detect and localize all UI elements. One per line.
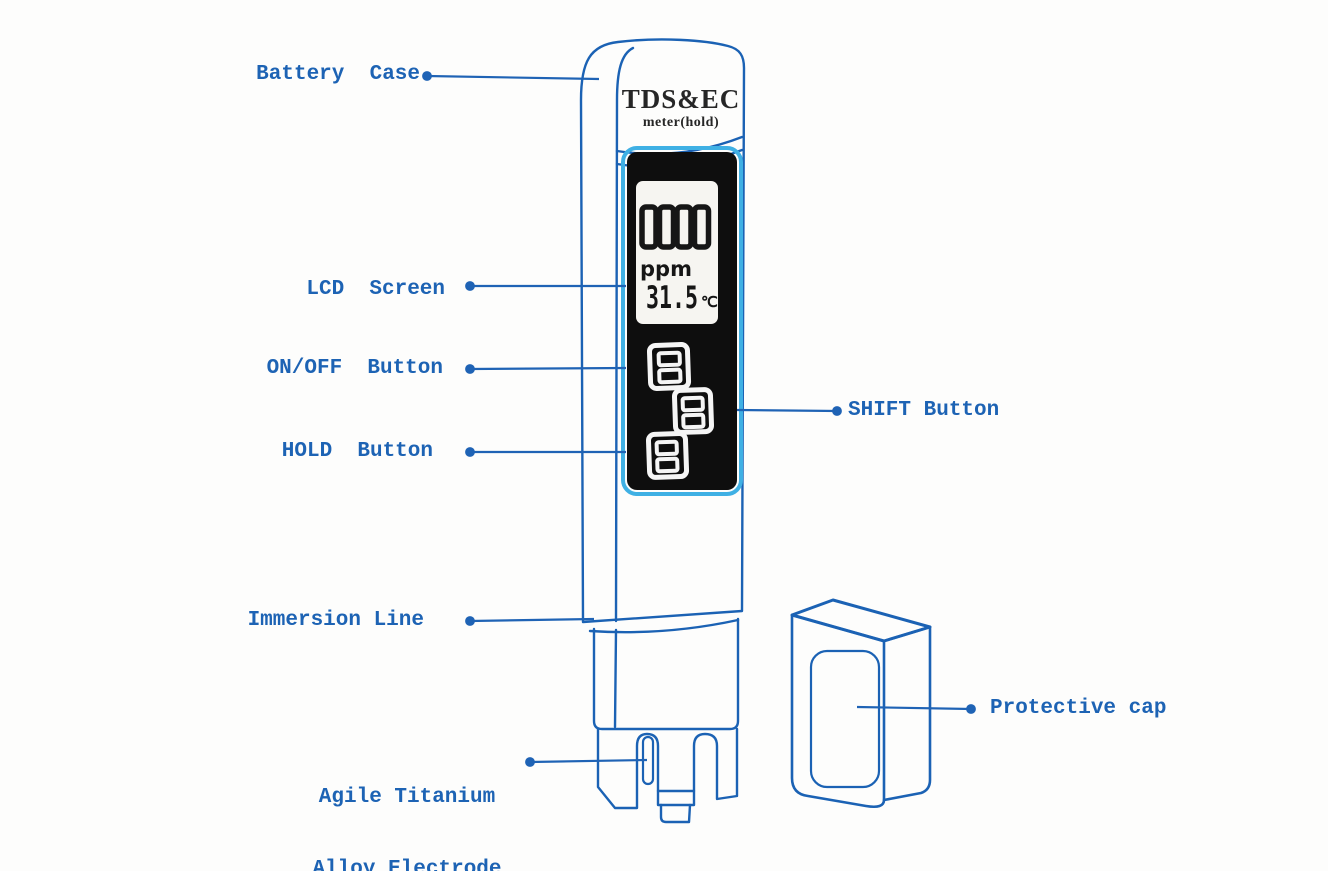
cap-right-face [882, 625, 932, 802]
brand-subtitle: meter(hold) [643, 115, 719, 130]
leader-dot [465, 616, 475, 626]
lcd-temperature-value: 31.5 [646, 280, 698, 316]
panel-glow-border [621, 146, 743, 496]
leader-dot [465, 364, 475, 374]
lcd-digit-zero [639, 204, 659, 250]
electrode-prong-tab [659, 803, 692, 824]
label-battery-case: Battery Case [256, 63, 420, 86]
label-on-off-button: ON/OFF Button [266, 357, 443, 380]
body-bottom-collar [588, 618, 740, 634]
electrode-prongs [596, 727, 739, 810]
hold-button-icon [645, 431, 690, 480]
leader-lines [422, 71, 976, 767]
on-off-button-icon [646, 342, 692, 391]
label-electrode: Agile Titanium Alloy Electrode [312, 738, 502, 871]
button-panel [645, 342, 715, 480]
leader-dot [422, 71, 432, 81]
label-electrode-line2: Alloy Electrode [312, 858, 502, 871]
immersion-line-leader [465, 616, 595, 626]
battery-case-leader [422, 71, 600, 81]
shift-button-icon [671, 387, 715, 435]
meter-side-edge [614, 46, 635, 623]
label-shift-button: SHIFT Button [848, 399, 1000, 422]
lcd-temperature-unit: ℃ [701, 293, 718, 311]
hold-button-leader [465, 447, 626, 457]
label-electrode-line1: Agile Titanium [318, 786, 496, 809]
leader-dot [465, 447, 475, 457]
shift-button-leader [736, 406, 842, 416]
protective-cap-leader [856, 704, 976, 714]
label-immersion-line: Immersion Line [247, 609, 424, 632]
leader-dot [465, 281, 475, 291]
leader-dot [832, 406, 842, 416]
lcd-digit-zero [656, 204, 677, 250]
sensor-housing [592, 617, 740, 731]
meter-front-panel: 0000 ppm 31.5 ℃ [621, 146, 743, 496]
battery-cap-seam-upper [615, 135, 744, 156]
cap-front-face [790, 613, 886, 809]
lcd-digit-zero [674, 204, 694, 250]
electrode-leader [525, 757, 648, 767]
lcd-unit-ppm: ppm [640, 257, 692, 281]
sensor-housing-side-edge [613, 628, 618, 729]
label-hold-button: HOLD Button [281, 440, 433, 463]
lcd-tds-reading [639, 204, 712, 250]
on-off-button-leader [465, 364, 627, 374]
lcd-digit-zero [691, 204, 712, 250]
label-protective-cap: Protective cap [990, 697, 1167, 720]
leader-dot [966, 704, 976, 714]
brand-title: TDS&EC [622, 84, 741, 114]
protective-cap [790, 598, 932, 809]
label-lcd-screen: LCD Screen [306, 278, 445, 301]
lcd-screen-leader [465, 281, 626, 291]
meter-body-outline [579, 38, 746, 624]
leader-dot [525, 757, 535, 767]
cap-front-panel-inset [809, 649, 881, 789]
